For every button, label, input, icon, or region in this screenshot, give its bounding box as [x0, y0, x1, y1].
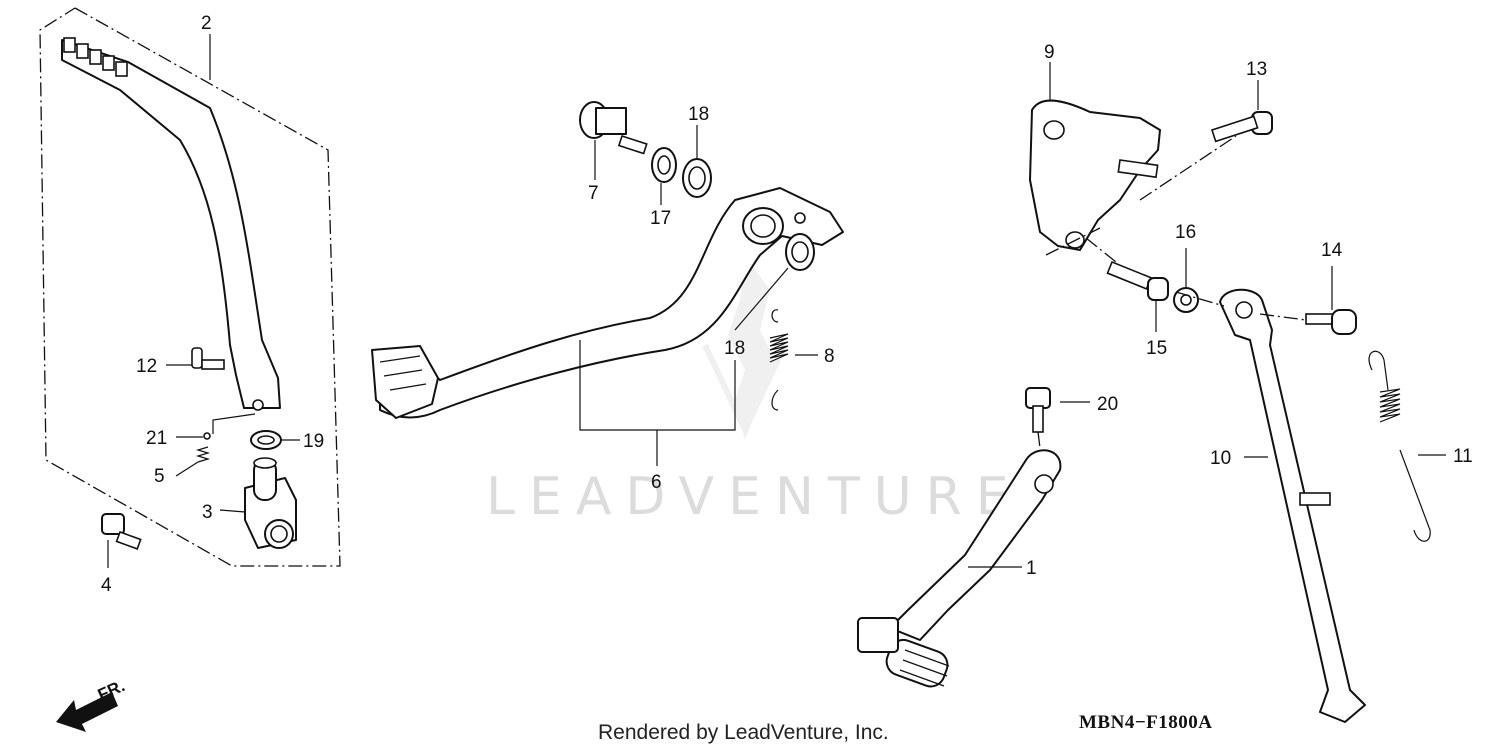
side-stand-10 [1219, 288, 1366, 723]
stand-bracket-9 [1029, 99, 1161, 251]
callout-labels: 2 12 21 19 5 3 4 18 7 17 18 8 6 9 13 16 … [101, 13, 1473, 596]
callout-20: 20 [1097, 394, 1118, 415]
callout-1: 1 [1026, 558, 1037, 579]
bolt-15 [1106, 260, 1169, 301]
brake-pedal-6 [379, 187, 844, 419]
kickstarter-leaders [107, 34, 300, 568]
front-direction-arrow-icon [56, 692, 118, 732]
pivot-bolt-7 [579, 101, 648, 155]
front-direction-label: FR. [95, 676, 128, 704]
callout-14: 14 [1321, 240, 1343, 261]
callout-12: 12 [136, 356, 157, 377]
brake-pedal-group [371, 101, 844, 466]
bolt-20 [1025, 387, 1051, 433]
ball-21 [203, 432, 211, 440]
watermark-logo [702, 255, 788, 440]
callout-10: 10 [1210, 448, 1231, 469]
callout-21: 21 [146, 428, 167, 449]
kick-arm-pad-teeth [63, 37, 128, 77]
kick-arm-bolt-hole [252, 399, 264, 411]
callout-7: 7 [588, 183, 599, 204]
callout-16: 16 [1175, 222, 1196, 243]
spring-11 [1368, 350, 1431, 542]
callout-17: 17 [650, 208, 671, 229]
kickstarter-group [39, 7, 341, 567]
callout-13: 13 [1246, 59, 1267, 80]
callout-15: 15 [1146, 338, 1167, 359]
kick-arm [61, 39, 281, 409]
shift-lever-1 [889, 449, 1062, 641]
callout-9: 9 [1044, 42, 1055, 63]
callout-5: 5 [154, 466, 165, 487]
bolt-14 [1305, 309, 1357, 335]
bolt-13 [1210, 111, 1273, 143]
kick-pivot-3 [244, 457, 297, 549]
callout-18-top: 18 [688, 104, 709, 125]
callout-18-bottom: 18 [724, 338, 745, 359]
callout-2: 2 [201, 13, 212, 34]
callout-4: 4 [101, 575, 112, 596]
callout-11: 11 [1453, 446, 1473, 467]
front-direction-indicator: FR. [56, 676, 128, 732]
callout-6: 6 [651, 472, 662, 493]
bolt-4 [101, 513, 142, 550]
callout-8: 8 [824, 346, 835, 367]
bolt-12 [191, 347, 225, 370]
kickstarter-frame [39, 7, 341, 567]
callout-19: 19 [303, 431, 324, 452]
spring-5 [195, 446, 211, 463]
render-credit: Rendered by LeadVenture, Inc. [598, 721, 889, 744]
callout-3: 3 [202, 502, 213, 523]
shift-pedal-tip [857, 617, 950, 688]
watermark-text: LEADVENTURE [486, 467, 1023, 527]
diagram-code: MBN4−F1800A [1079, 712, 1212, 733]
pedal-tread [371, 345, 439, 419]
side-stand-group [857, 62, 1446, 723]
spring-8 [769, 309, 789, 411]
